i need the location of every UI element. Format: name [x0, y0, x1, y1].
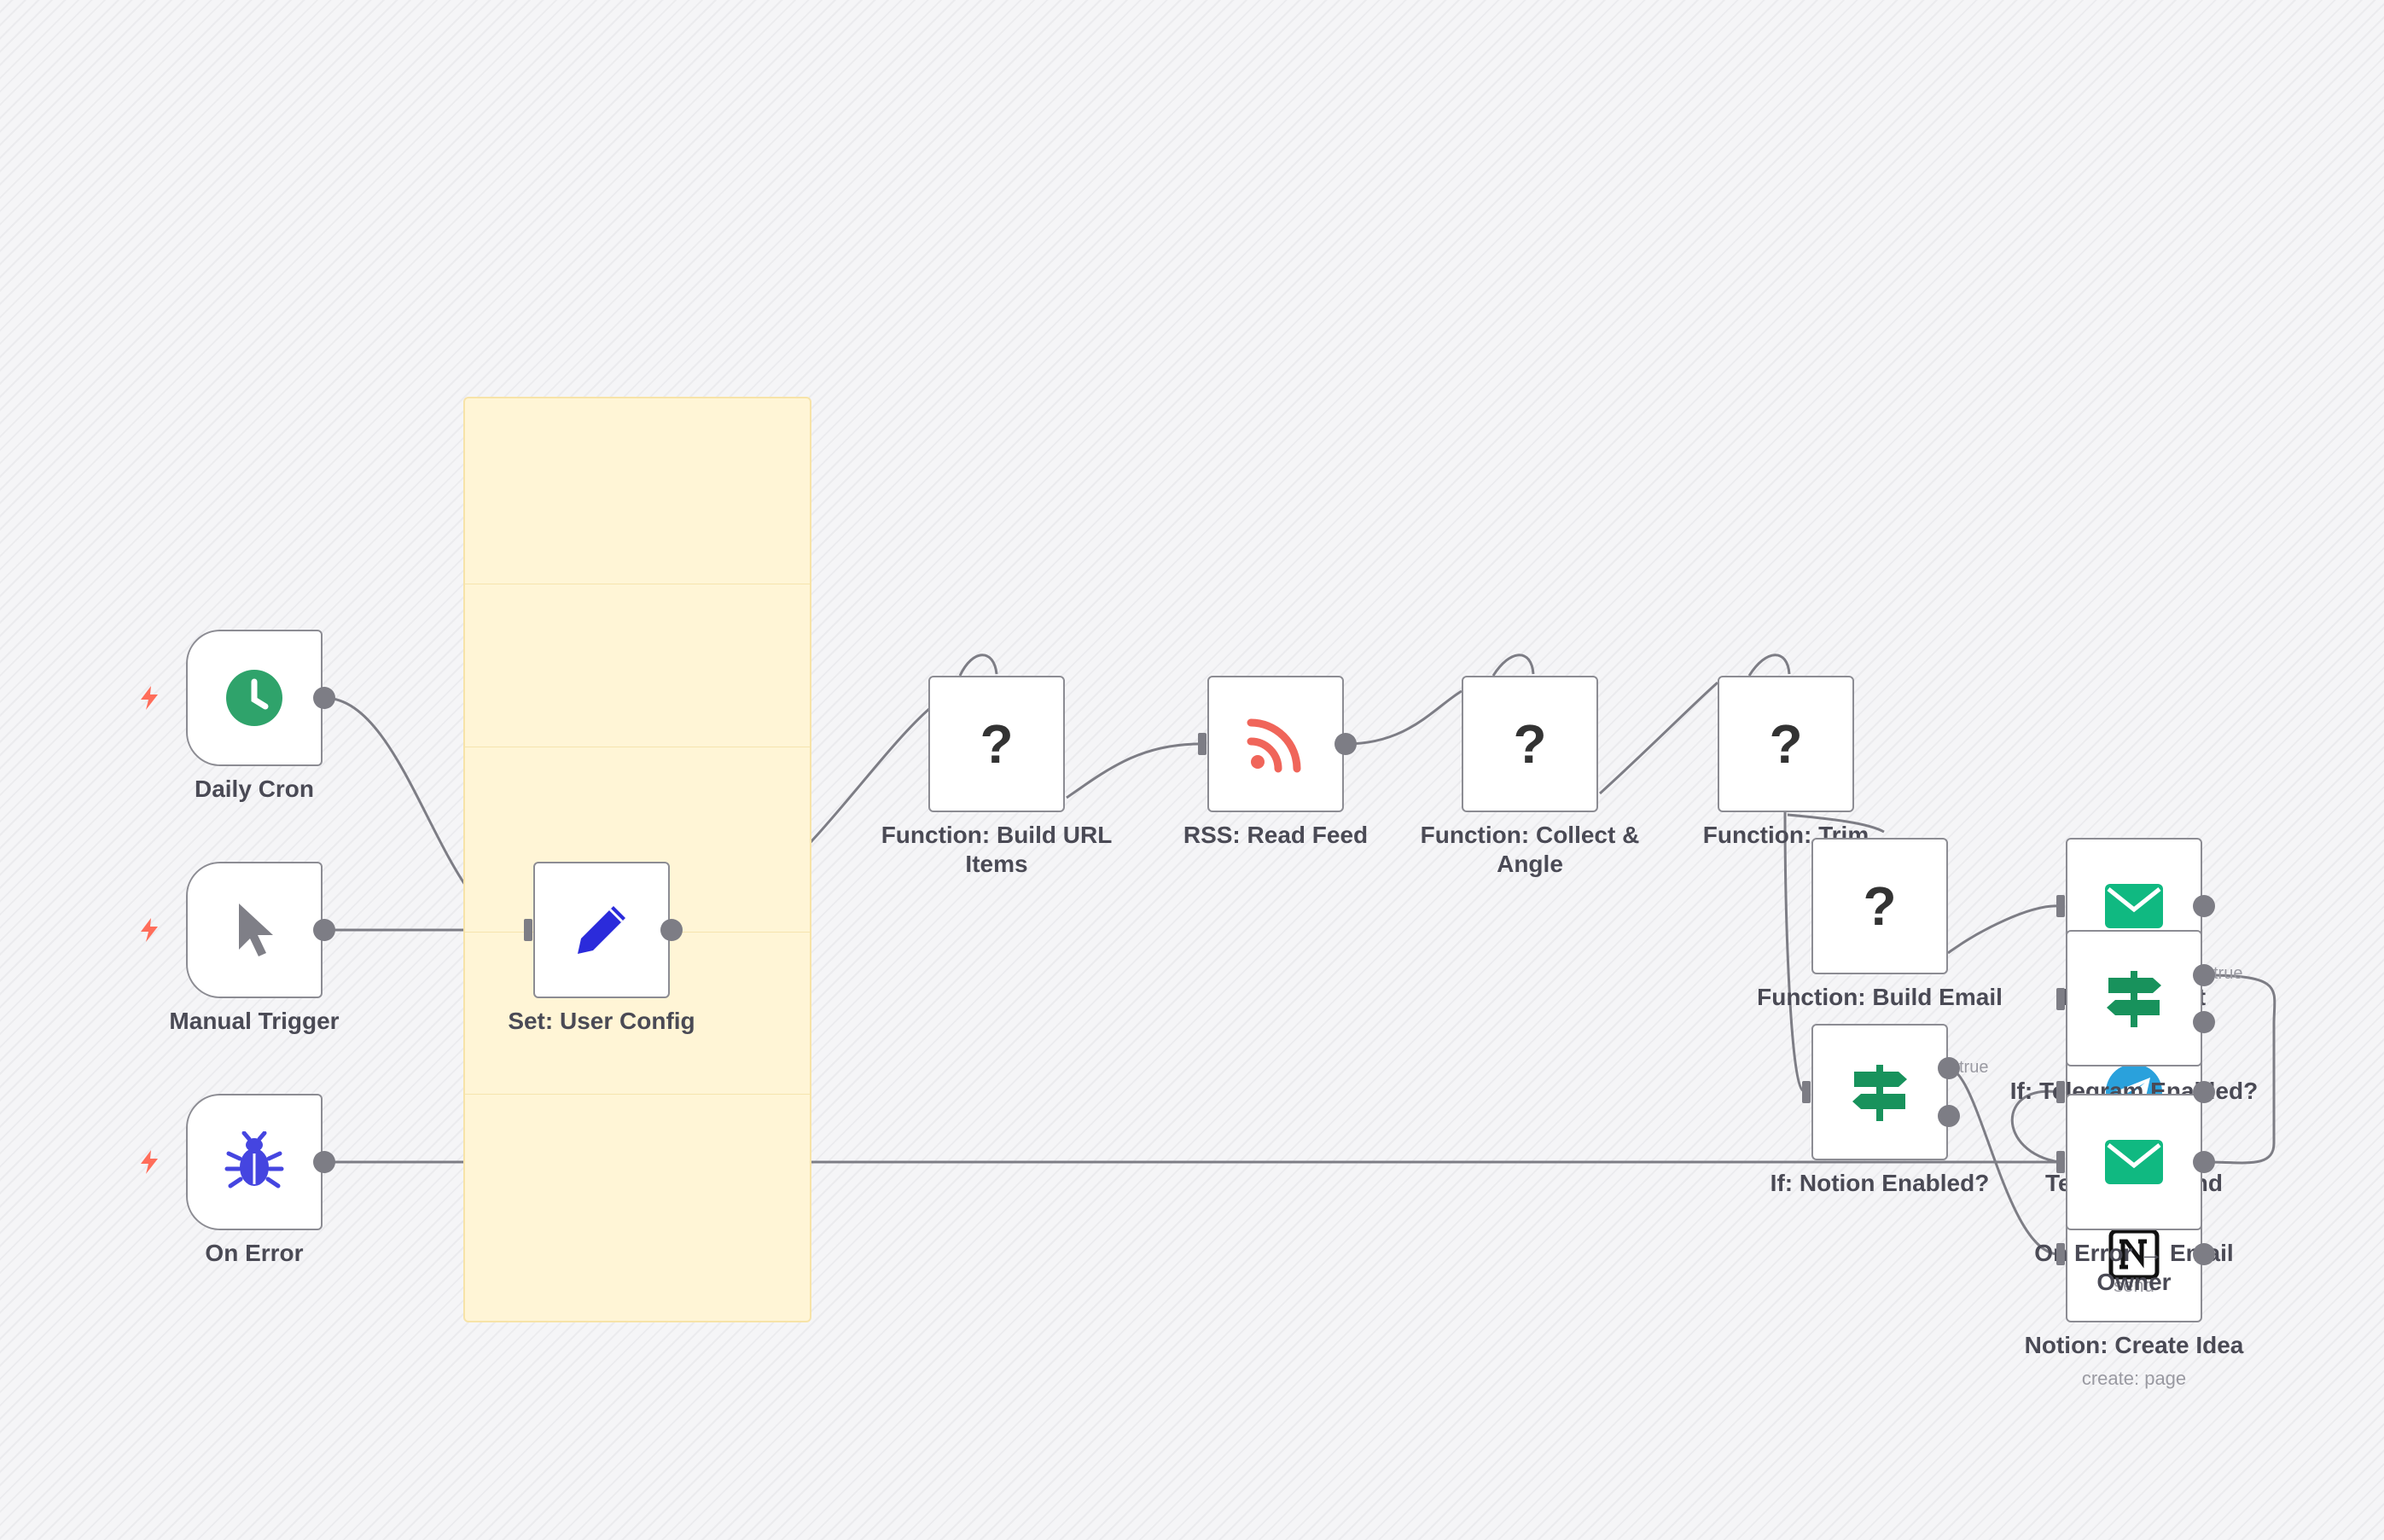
edge-trim-to-if-notion — [1783, 811, 1804, 1092]
output-handle-true[interactable] — [2193, 964, 2215, 986]
node-on-error-email-owner[interactable] — [2066, 1094, 2202, 1230]
input-handle[interactable] — [1802, 1081, 1811, 1103]
question-icon: ? — [1769, 713, 1803, 775]
input-handle[interactable] — [524, 919, 532, 941]
signpost-icon — [2107, 971, 2161, 1027]
clock-icon — [226, 670, 282, 726]
trigger-bolt-icon — [141, 1150, 158, 1174]
sticky-divider — [465, 1094, 810, 1095]
edge-build-email-to-email-digest — [1947, 904, 2060, 955]
output-handle[interactable] — [1334, 733, 1357, 755]
pencil-icon — [578, 906, 625, 954]
edge-label-true: true — [1959, 1058, 1989, 1077]
node-label: Notion: Create Idea — [2024, 1332, 2244, 1358]
node-daily-cron[interactable] — [186, 630, 323, 766]
output-handle[interactable] — [2193, 895, 2215, 917]
edge-collect-to-trim — [1598, 681, 1718, 795]
edge-build-url-loop — [958, 654, 998, 677]
input-handle[interactable] — [2056, 1151, 2065, 1173]
signpost-icon — [1852, 1065, 1907, 1121]
node-function-build-url-items[interactable]: ? — [928, 676, 1065, 812]
node-label: Items — [965, 851, 1028, 877]
node-label: Function: Build URL — [881, 822, 1113, 848]
output-handle[interactable] — [313, 919, 335, 941]
node-label: Set: User Config — [508, 1008, 695, 1034]
sticky-note[interactable] — [463, 397, 811, 1322]
node-function-build-email[interactable]: ? — [1811, 838, 1948, 974]
node-manual-trigger[interactable] — [186, 862, 323, 998]
node-label: Function: Build Email — [1757, 984, 2003, 1010]
question-icon: ? — [1513, 713, 1547, 775]
output-handle-true[interactable] — [1938, 1057, 1960, 1079]
node-rss-read-feed[interactable] — [1207, 676, 1344, 812]
node-function-collect-angle[interactable]: ? — [1462, 676, 1598, 812]
node-label: On Error → Email Owner — [2034, 1240, 2234, 1295]
trigger-bolt-icon — [141, 686, 158, 710]
node-if-notion-enabled[interactable] — [1811, 1024, 1948, 1160]
question-icon: ? — [1863, 875, 1897, 937]
node-if-telegram-enabled[interactable] — [2066, 930, 2202, 1066]
output-handle-false[interactable] — [2193, 1011, 2215, 1033]
question-icon: ? — [980, 713, 1014, 775]
input-handle[interactable] — [2056, 1243, 2065, 1265]
node-sublabel: send — [2114, 1275, 2154, 1296]
output-handle[interactable] — [2193, 1243, 2215, 1265]
node-label: Function: Collect & Angle — [1420, 822, 1640, 877]
mail-icon — [2105, 1140, 2163, 1184]
cursor-icon — [239, 904, 273, 956]
output-handle[interactable] — [313, 687, 335, 709]
node-label: On Error — [205, 1240, 304, 1266]
output-handle[interactable] — [2193, 1151, 2215, 1173]
input-handle[interactable] — [1198, 733, 1207, 755]
edge-collect-loop — [1491, 654, 1535, 677]
edge-label-true: true — [2213, 964, 2243, 983]
output-handle[interactable] — [660, 919, 683, 941]
node-label: RSS: Read Feed — [1183, 822, 1369, 848]
node-function-trim[interactable]: ? — [1718, 676, 1854, 812]
edge-trim-loop — [1747, 654, 1791, 677]
input-handle[interactable] — [2056, 895, 2065, 917]
node-set-user-config[interactable] — [533, 862, 670, 998]
rss-icon — [1247, 718, 1301, 773]
edge-rss-to-collect — [1345, 689, 1462, 746]
output-handle[interactable] — [313, 1151, 335, 1173]
node-label: If: Notion Enabled? — [1770, 1170, 1990, 1196]
notion-icon — [2108, 1229, 2160, 1280]
output-handle[interactable] — [2193, 1081, 2215, 1103]
mail-icon — [2105, 884, 2163, 928]
edge-build-url-to-rss — [1066, 742, 1207, 799]
node-label: Manual Trigger — [169, 1008, 340, 1034]
output-handle-false[interactable] — [1938, 1105, 1960, 1127]
node-sublabel: create: page — [2081, 1368, 2187, 1389]
bug-icon — [224, 1131, 284, 1188]
input-handle[interactable] — [2056, 988, 2065, 1010]
node-label: Daily Cron — [194, 776, 315, 802]
input-handle[interactable] — [2056, 1081, 2065, 1103]
trigger-bolt-icon — [141, 918, 158, 942]
node-on-error[interactable] — [186, 1094, 323, 1230]
